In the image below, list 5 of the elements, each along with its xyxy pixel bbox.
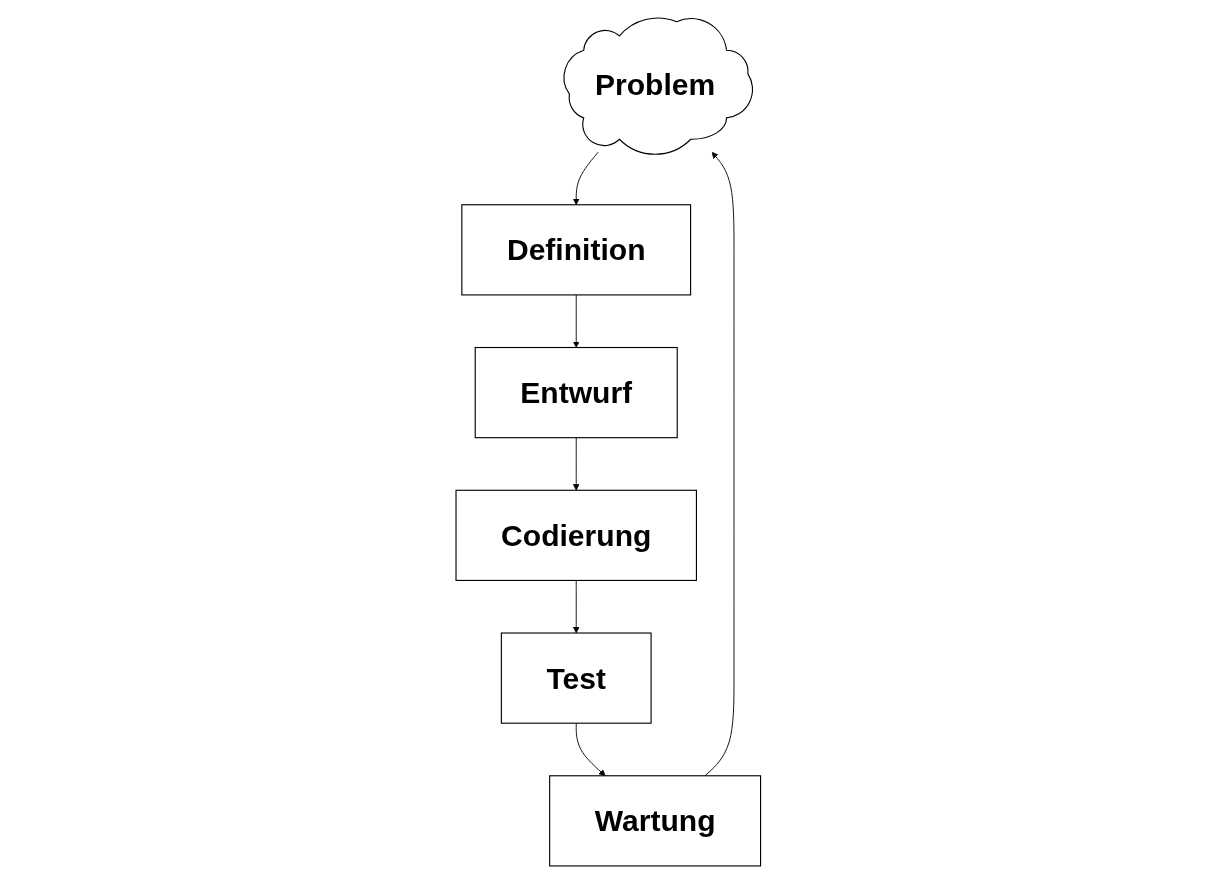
node-box: Codierung — [455, 489, 697, 581]
node-box: Definition — [461, 204, 691, 296]
node-box: Entwurf — [474, 346, 678, 439]
node-box: Wartung — [548, 775, 761, 867]
node-box: Test — [500, 632, 652, 724]
